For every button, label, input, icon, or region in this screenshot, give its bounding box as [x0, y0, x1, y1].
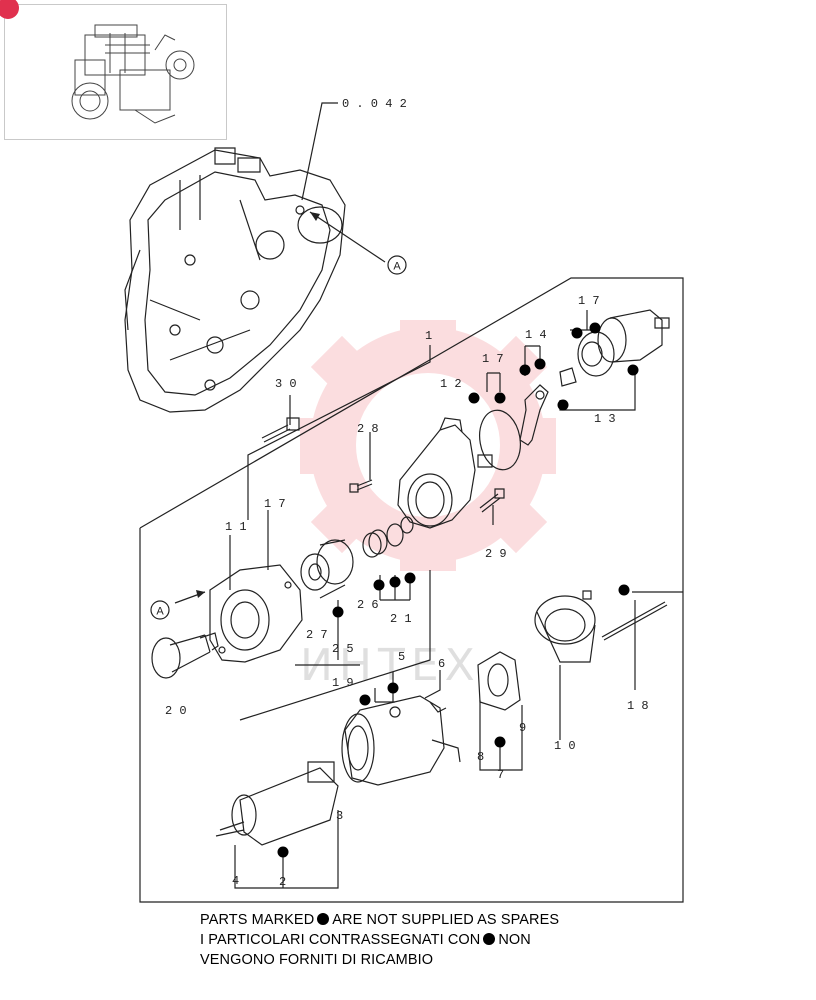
label-12: 1 2	[440, 377, 462, 391]
label-17-top: 1 7	[578, 294, 600, 308]
label-25: 2 5	[332, 642, 354, 656]
svg-text:A: A	[156, 606, 164, 618]
engine-thumbnail[interactable]	[0, 0, 227, 140]
solenoid	[560, 310, 669, 386]
label-21: 2 1	[390, 612, 412, 626]
callout-a-bottom: A	[151, 601, 169, 619]
bolt-30	[262, 418, 299, 442]
callout-a-top: A	[388, 256, 406, 274]
label-17-low: 1 7	[264, 497, 286, 511]
label-20: 2 0	[165, 704, 187, 718]
label-30: 3 0	[275, 377, 297, 391]
marker-dot-icon	[317, 913, 330, 925]
note-line-2-end: NON	[498, 932, 531, 948]
assembly-frame	[140, 278, 683, 902]
seal-ring-17	[475, 407, 525, 473]
note-line-3: VENGONO FORNITI DI RICAMBIO	[200, 952, 433, 968]
label-29: 2 9	[485, 547, 507, 561]
corner-badge	[0, 0, 19, 19]
pinion-clutch	[301, 540, 353, 598]
brush-plate	[478, 652, 520, 710]
drive-housing	[398, 418, 475, 528]
part-labels: 0 . 0 4 2 1 1 7 1 4 1 7 1 2 1 3 3 0 2 8 …	[165, 97, 649, 889]
label-10: 1 0	[554, 739, 576, 753]
shift-lever	[520, 385, 548, 445]
label-17-mid: 1 7	[482, 352, 504, 366]
brush-lead	[430, 702, 446, 712]
leader-part-1	[248, 345, 430, 520]
label-28: 2 8	[357, 422, 379, 436]
end-cover	[535, 596, 595, 662]
label-1: 1	[425, 329, 432, 343]
armature	[216, 762, 338, 845]
label-18: 1 8	[627, 699, 649, 713]
label-4: 4	[232, 874, 239, 888]
note-line-3-text: VENGONO FORNITI DI RICAMBIO	[200, 952, 434, 968]
label-26: 2 6	[357, 598, 379, 612]
drive-pinion	[152, 633, 218, 678]
label-19: 1 9	[332, 676, 354, 690]
note-line-1: PARTS MARKED ARE NOT SUPPLIED AS SPARES	[200, 912, 559, 928]
gear-housing	[210, 565, 302, 662]
label-14: 1 4	[525, 328, 547, 342]
label-13: 1 3	[594, 412, 616, 426]
label-9: 9	[519, 721, 526, 735]
engine-thumbnail-image	[5, 5, 226, 139]
note-line-1-end: ARE NOT SUPPLIED AS SPARES	[332, 912, 560, 928]
flywheel-housing	[125, 148, 345, 412]
non-spare-markers	[277, 322, 639, 858]
yoke-field-frame	[342, 696, 460, 785]
reference-number: 0 . 0 4 2	[342, 97, 407, 111]
label-3: 3	[336, 809, 343, 823]
bolt-29	[480, 489, 504, 512]
label-7: 7	[497, 768, 504, 782]
label-2: 2	[279, 875, 286, 889]
note-line-2: I PARTICOLARI CONTRASSEGNATI CON NON	[200, 932, 531, 948]
bolt-28	[350, 480, 372, 492]
label-27: 2 7	[306, 628, 328, 642]
note-line-1-start: PARTS MARKED	[200, 912, 315, 928]
label-11: 1 1	[225, 520, 247, 534]
reference-leader	[302, 103, 338, 200]
marker-dot-icon	[483, 933, 496, 945]
svg-text:A: A	[393, 261, 401, 273]
label-8: 8	[477, 750, 484, 764]
label-6: 6	[438, 657, 445, 671]
callout-a-leader-top	[310, 212, 385, 262]
label-leaders	[230, 310, 683, 888]
label-5: 5	[398, 650, 405, 664]
note-line-2-start: I PARTICOLARI CONTRASSEGNATI CON	[200, 932, 481, 948]
spring-collar	[363, 517, 413, 557]
through-bolt	[583, 591, 667, 640]
